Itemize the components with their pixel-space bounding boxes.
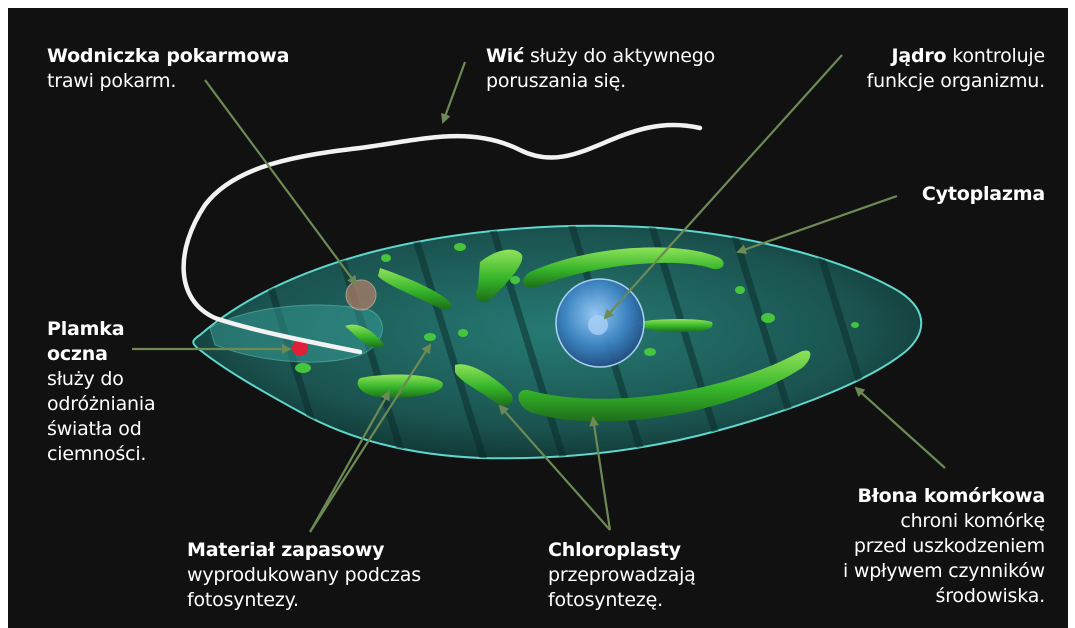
label-jadro: Jądro kontroluje funkcje organizmu. xyxy=(867,44,1045,94)
label-material: Materiał zapasowy wyprodukowany podczas … xyxy=(187,538,421,613)
label-material-title: Materiał zapasowy xyxy=(187,539,384,561)
label-chloroplasty: Chloroplasty przeprowadzają fotosyntezę. xyxy=(548,538,696,613)
label-plamka-line1: służy do xyxy=(47,368,124,390)
label-blona-line1: chroni komórkę xyxy=(900,510,1045,532)
label-cytoplazma: Cytoplazma xyxy=(922,182,1045,207)
label-jadro-text1: kontroluje xyxy=(946,45,1045,67)
label-material-line2: fotosyntezy. xyxy=(187,589,299,611)
label-plamka: Plamka oczna służy do odróżniania światł… xyxy=(47,317,187,467)
label-wic-text1: służy do aktywnego xyxy=(524,45,715,67)
label-blona-line2: przed uszkodzeniem xyxy=(854,535,1045,557)
label-plamka-line3: światła od xyxy=(47,418,142,440)
arrow-cytoplazma xyxy=(738,196,897,252)
label-plamka-line2: odróżniania xyxy=(47,393,155,415)
arrow-wic xyxy=(443,62,465,122)
label-blona-title: Błona komórkowa xyxy=(857,485,1045,507)
label-wodniczka: Wodniczka pokarmowa trawi pokarm. xyxy=(47,44,289,94)
label-wic-text2: poruszania się. xyxy=(486,70,626,92)
label-blona-line4: środowiska. xyxy=(936,585,1045,607)
label-jadro-title: Jądro xyxy=(891,45,946,67)
label-chloroplasty-line1: przeprowadzają xyxy=(548,564,696,586)
label-blona-line3: i wpływem czynników xyxy=(843,560,1045,582)
label-wic: Wić służy do aktywnego poruszania się. xyxy=(486,44,715,94)
label-wic-title: Wić xyxy=(486,45,524,67)
label-cytoplazma-title: Cytoplazma xyxy=(922,183,1045,205)
label-plamka-title2: oczna xyxy=(47,343,108,365)
label-plamka-title1: Plamka xyxy=(47,318,124,340)
label-jadro-text2: funkcje organizmu. xyxy=(867,70,1045,92)
arrow-blona xyxy=(856,388,945,468)
label-chloroplasty-title: Chloroplasty xyxy=(548,539,681,561)
label-chloroplasty-line2: fotosyntezę. xyxy=(548,589,663,611)
label-plamka-line4: ciemności. xyxy=(47,443,146,465)
food-vacuole xyxy=(346,280,376,310)
label-wodniczka-title: Wodniczka pokarmowa xyxy=(47,45,289,67)
label-blona: Błona komórkowa chroni komórkę przed usz… xyxy=(843,484,1045,609)
label-material-line1: wyprodukowany podczas xyxy=(187,564,421,586)
label-wodniczka-text: trawi pokarm. xyxy=(47,70,176,92)
